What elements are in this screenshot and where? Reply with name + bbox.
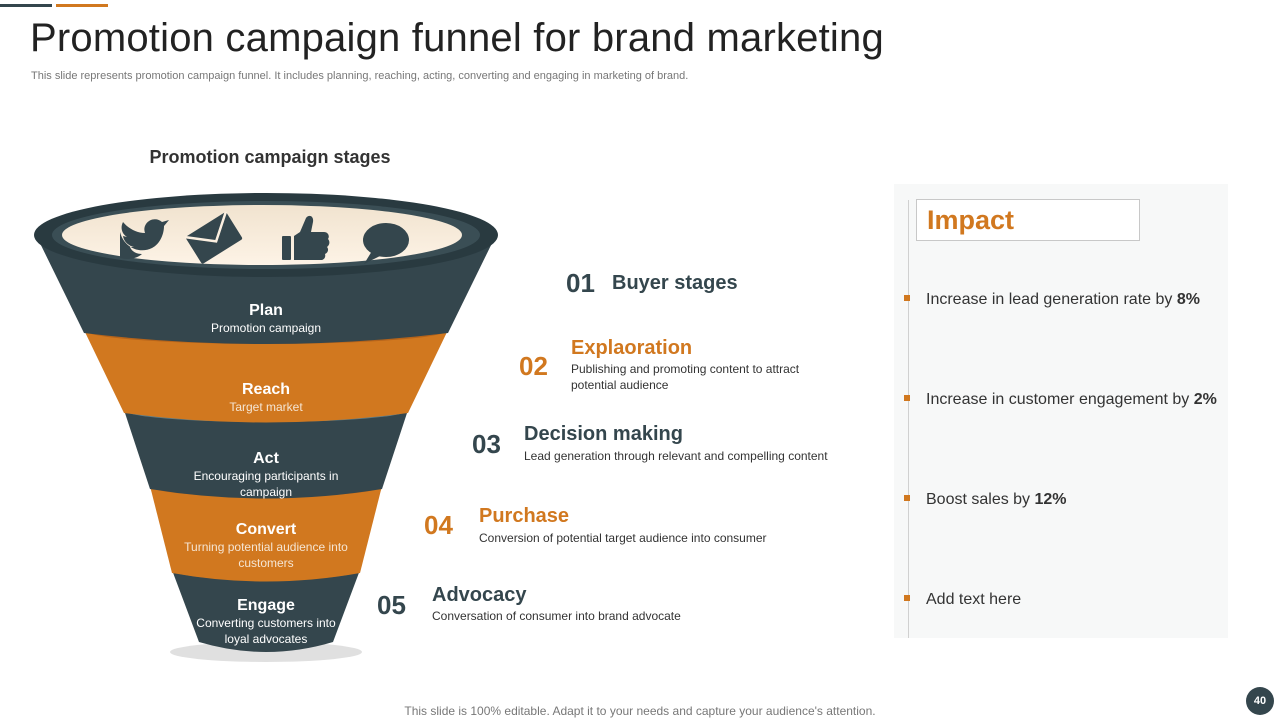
step-03-number: 03 [472,429,501,459]
funnel-plan-subtitle: Promotion campaign [210,321,322,335]
funnel-convert-subtitle: Turning potential audience into customer… [184,540,348,570]
funnel-reach-title: Reach [241,381,291,398]
funnel-segment-reach [84,330,448,423]
step-05-description: Conversation of consumer into brand advo… [432,609,681,623]
funnel-label-reach: Reach Target market [166,380,366,415]
impact-item-2-value: 2% [1193,391,1217,408]
bullet-square-icon [904,394,910,401]
funnel-engage-subtitle: Converting customers into loyal advocate… [196,616,336,646]
envelope-icon [184,211,243,264]
step-02-number: 02 [519,351,548,381]
step-01-title: Buyer stages [612,272,738,294]
funnel-label-convert: Convert Turning potential audience into … [181,520,351,571]
funnel-segment-act [124,410,408,499]
impact-item-3: Boost sales by 12% [904,491,1067,509]
step-05-number: 05 [377,590,406,620]
twitter-bird-icon [120,219,169,259]
funnel-act-title: Act [253,450,279,467]
funnel-convert-title: Convert [235,521,297,538]
funnel-act-subtitle: Encouraging participants in campaign [193,469,339,499]
chat-bubble-icon [363,223,409,264]
step-02-title: Explaoration [571,337,693,359]
funnel-segment-engage [172,570,360,652]
step-04-description: Conversion of potential target audience … [479,531,767,545]
funnel-label-engage: Engage Converting customers into loyal a… [196,596,336,647]
page-title: Promotion campaign funnel for brand mark… [30,16,884,60]
impact-item-1-text: Increase in lead generation rate by [926,291,1177,308]
top-accent-dark [0,4,52,7]
bullet-square-icon [904,594,910,601]
funnel-label-act: Act Encouraging participants in campaign [186,449,346,500]
step-04-title: Purchase [479,505,570,527]
impact-item-2: Increase in customer engagement by 2% [904,391,1217,409]
top-accent-orange [56,4,108,7]
funnel-reach-subtitle: Target market [229,400,303,414]
funnel-segment-convert [150,486,382,582]
impact-item-4-text: Add text here [926,591,1022,608]
impact-panel [894,184,1228,638]
bullet-square-icon [904,294,910,301]
step-03-description: Lead generation through relevant and com… [524,449,828,463]
stages-heading: Promotion campaign stages [149,147,391,167]
thumbs-up-icon [282,215,330,260]
impact-item-1-value: 8% [1176,291,1200,308]
impact-item-2-text: Increase in customer engagement by [926,391,1194,408]
funnel-engage-title: Engage [237,597,295,614]
impact-item-3-value: 12% [1034,491,1067,508]
promotion-funnel [34,193,498,662]
impact-timeline-line [908,200,909,638]
impact-item-1: Increase in lead generation rate by 8% [904,291,1200,309]
funnel-label-plan: Plan Promotion campaign [166,301,366,336]
footer-note: This slide is 100% editable. Adapt it to… [404,704,876,718]
step-05-title: Advocacy [432,584,527,606]
bullet-square-icon [904,494,910,501]
impact-item-3-text: Boost sales by [926,491,1035,508]
step-02-description: Publishing and promoting content to attr… [571,362,800,392]
impact-item-4: Add text here [904,591,1021,609]
step-01-number: 01 [566,268,595,298]
funnel-plan-title: Plan [249,302,283,319]
step-04-number: 04 [424,510,453,540]
funnel-top-interior [62,205,462,265]
step-03-title: Decision making [524,423,683,445]
page-number-badge: 40 [1246,687,1274,715]
impact-heading-box: Impact [916,199,1140,241]
page-subtitle: This slide represents promotion campaign… [31,70,689,82]
impact-title: Impact [927,205,1015,235]
